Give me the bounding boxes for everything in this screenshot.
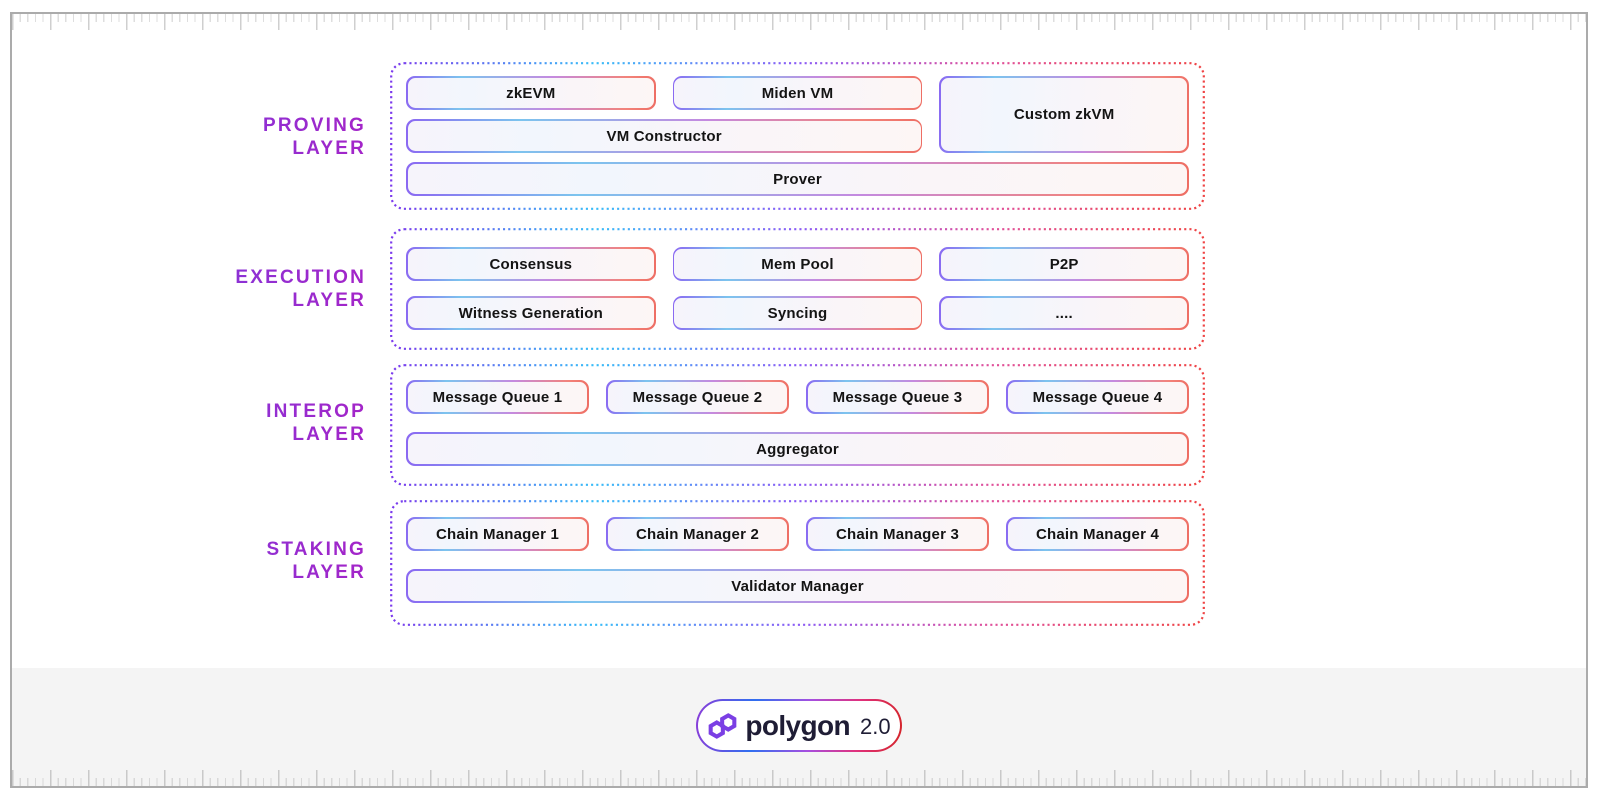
execution-grid: Consensus Mem Pool P2P Witness Generatio… bbox=[390, 228, 1205, 349]
layer-row-staking: STAKING LAYER Chain Manager 1 Chain Mana… bbox=[12, 500, 1586, 626]
component-label: Chain Manager 1 bbox=[407, 518, 588, 550]
layer-row-proving: PROVING LAYER zkEVM Miden VM Custom zkVM… bbox=[12, 62, 1586, 210]
polygon-version: 2.0 bbox=[860, 714, 891, 739]
component-label: Message Queue 1 bbox=[407, 381, 588, 413]
layer-container-interop: Message Queue 1 Message Queue 2 Message … bbox=[390, 364, 1205, 486]
polygon-logo-icon bbox=[709, 712, 737, 739]
component-box-message-queue-1: Message Queue 1 bbox=[406, 380, 589, 414]
staking-grid: Chain Manager 1 Chain Manager 2 Chain Ma… bbox=[390, 500, 1205, 620]
layer-label-line: LAYER bbox=[292, 424, 366, 445]
component-box-syncing: Syncing bbox=[672, 296, 923, 330]
diagram-content: PROVING LAYER zkEVM Miden VM Custom zkVM… bbox=[12, 14, 1586, 626]
component-label: Prover bbox=[407, 163, 1188, 195]
component-box-custom-zkvm: Custom zkVM bbox=[939, 76, 1189, 153]
component-box-chain-manager-3: Chain Manager 3 bbox=[806, 517, 989, 551]
layer-label-proving: PROVING LAYER bbox=[12, 62, 390, 160]
component-label: zkEVM bbox=[407, 77, 655, 109]
component-box-miden-vm: Miden VM bbox=[672, 76, 923, 110]
component-box-chain-manager-4: Chain Manager 4 bbox=[1006, 517, 1189, 551]
layer-label-line: LAYER bbox=[292, 562, 366, 583]
layer-label-line: LAYER bbox=[292, 138, 366, 159]
layer-row-execution: EXECUTION LAYER Consensus Mem Pool P2P W… bbox=[12, 228, 1586, 350]
layer-label-execution: EXECUTION LAYER bbox=[12, 228, 390, 312]
component-label: Custom zkVM bbox=[940, 77, 1188, 152]
component-label: Validator Manager bbox=[407, 570, 1188, 602]
component-label: Chain Manager 2 bbox=[607, 518, 788, 550]
polygon-wordmark: polygon bbox=[745, 709, 851, 741]
layer-label-line: STAKING bbox=[266, 539, 366, 560]
component-label: Message Queue 2 bbox=[607, 381, 788, 413]
layer-label-interop: INTEROP LAYER bbox=[12, 364, 390, 446]
component-label: Miden VM bbox=[674, 77, 921, 109]
component-box-message-queue-4: Message Queue 4 bbox=[1006, 380, 1189, 414]
component-label: Consensus bbox=[407, 248, 655, 280]
layer-container-execution: Consensus Mem Pool P2P Witness Generatio… bbox=[390, 228, 1205, 350]
component-label: Message Queue 3 bbox=[807, 381, 988, 413]
layer-label-line: EXECUTION bbox=[235, 267, 366, 288]
component-label: P2P bbox=[940, 248, 1188, 280]
component-box-chain-manager-2: Chain Manager 2 bbox=[606, 517, 789, 551]
component-box-mem-pool: Mem Pool bbox=[672, 247, 923, 281]
dotted-border bbox=[390, 228, 1205, 350]
dotted-border bbox=[390, 364, 1205, 486]
dotted-border bbox=[390, 500, 1205, 626]
component-label: .... bbox=[940, 297, 1188, 329]
layer-label-staking: STAKING LAYER bbox=[12, 500, 390, 584]
layer-row-interop: INTEROP LAYER Message Queue 1 Message Qu… bbox=[12, 364, 1586, 486]
component-label: Aggregator bbox=[407, 433, 1188, 465]
layer-container-staking: Chain Manager 1 Chain Manager 2 Chain Ma… bbox=[390, 500, 1205, 626]
layer-label-line: LAYER bbox=[292, 290, 366, 311]
diagram-frame: PROVING LAYER zkEVM Miden VM Custom zkVM… bbox=[10, 12, 1588, 788]
proving-grid: zkEVM Miden VM Custom zkVM VM Constructo… bbox=[390, 62, 1205, 210]
layer-container-proving: zkEVM Miden VM Custom zkVM VM Constructo… bbox=[390, 62, 1205, 210]
component-box-validator-manager: Validator Manager bbox=[406, 569, 1189, 603]
component-box-message-queue-3: Message Queue 3 bbox=[806, 380, 989, 414]
component-box-aggregator: Aggregator bbox=[406, 432, 1189, 466]
interop-grid: Message Queue 1 Message Queue 2 Message … bbox=[390, 364, 1205, 482]
component-box-zkevm: zkEVM bbox=[406, 76, 656, 110]
component-box-vm-constructor: VM Constructor bbox=[406, 119, 923, 153]
component-label: Syncing bbox=[674, 297, 921, 329]
component-box-message-queue-2: Message Queue 2 bbox=[606, 380, 789, 414]
component-box-chain-manager-1: Chain Manager 1 bbox=[406, 517, 589, 551]
component-label: Witness Generation bbox=[407, 297, 655, 329]
component-label: Message Queue 4 bbox=[1007, 381, 1188, 413]
component-label: VM Constructor bbox=[407, 120, 921, 152]
component-box-p2p: P2P bbox=[939, 247, 1189, 281]
polygon-badge-inner: polygon 2.0 bbox=[698, 701, 900, 750]
component-box-consensus: Consensus bbox=[406, 247, 656, 281]
layer-label-line: INTEROP bbox=[266, 401, 366, 422]
component-label: Mem Pool bbox=[674, 248, 921, 280]
component-box-witness-generation: Witness Generation bbox=[406, 296, 656, 330]
component-label: Chain Manager 4 bbox=[1007, 518, 1188, 550]
component-box-prover: Prover bbox=[406, 162, 1189, 196]
component-box-ellipsis: .... bbox=[939, 296, 1189, 330]
polygon-badge: polygon 2.0 bbox=[696, 699, 902, 752]
component-label: Chain Manager 3 bbox=[807, 518, 988, 550]
layer-label-line: PROVING bbox=[262, 115, 366, 136]
footer-band: polygon 2.0 bbox=[12, 668, 1586, 786]
